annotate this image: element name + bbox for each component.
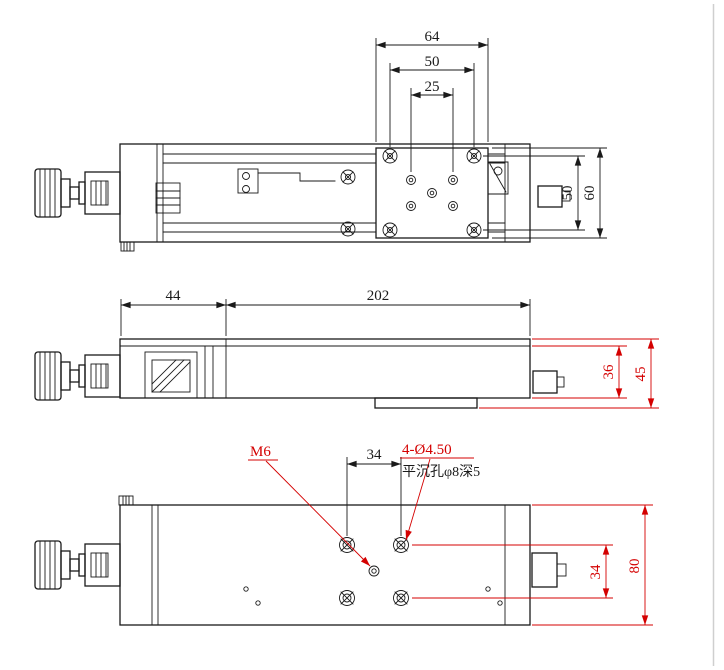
limit-stop-block-top-view bbox=[537, 185, 571, 208]
dim-50-width: 50 bbox=[389, 54, 475, 147]
dim-34-right-text: 34 bbox=[588, 564, 604, 580]
dim-34-top-text: 34 bbox=[367, 447, 383, 463]
dim-44: 44 bbox=[120, 288, 227, 336]
counterbore-note: 平沉孔φ8深5 bbox=[402, 464, 480, 480]
dim-80-text: 80 bbox=[627, 559, 643, 574]
handwheel-front-view bbox=[34, 351, 121, 401]
dim-25-text: 25 bbox=[425, 79, 440, 95]
dim-64-text: 64 bbox=[425, 29, 441, 45]
dim-64: 64 bbox=[375, 29, 489, 142]
corner-pin-holes bbox=[243, 586, 503, 606]
dim-202: 202 bbox=[226, 288, 531, 336]
dim-80: 80 bbox=[532, 504, 653, 626]
coupling-window-top-view bbox=[155, 182, 181, 214]
handwheel-top-view bbox=[34, 168, 121, 218]
mounting-table-plate bbox=[375, 147, 489, 239]
base-foot-plate bbox=[374, 397, 478, 409]
callout-m6: M6 bbox=[248, 444, 371, 567]
limit-stop-block-bottom-view bbox=[531, 552, 567, 588]
dim-202-text: 202 bbox=[367, 288, 390, 304]
sensor-bracket-right bbox=[487, 161, 509, 195]
carriage-screw bbox=[340, 169, 356, 185]
carriage-screw bbox=[340, 221, 356, 237]
counterbore-hole bbox=[393, 590, 409, 606]
dim-60: 60 bbox=[492, 147, 607, 239]
counterbore-hole bbox=[339, 537, 355, 553]
stage-body-bottom-view bbox=[119, 504, 531, 626]
dim-44-text: 44 bbox=[166, 288, 182, 304]
view-front: 44 202 36 45 bbox=[34, 288, 659, 409]
dim-50-height-text: 50 bbox=[560, 186, 576, 201]
stage-body-front-view bbox=[119, 338, 531, 409]
m6-center-hole bbox=[368, 565, 380, 577]
coupling-front-view bbox=[144, 351, 198, 399]
view-top: 64 50 25 50 60 bbox=[34, 29, 607, 252]
stage-body-top-view bbox=[119, 143, 531, 243]
counterbore-hole bbox=[339, 590, 355, 606]
lock-screw-bottom-view bbox=[118, 495, 134, 506]
dim-50-height: 50 bbox=[483, 155, 585, 231]
dim-36-text: 36 bbox=[601, 364, 617, 380]
handwheel-bottom-view bbox=[34, 540, 121, 590]
dim-34-top: 34 bbox=[346, 447, 402, 536]
dim-45: 45 bbox=[479, 338, 659, 409]
dim-50-width-text: 50 bbox=[425, 54, 440, 70]
dim-36: 36 bbox=[532, 345, 627, 399]
m6-label: M6 bbox=[250, 444, 271, 460]
dim-45-text: 45 bbox=[633, 367, 649, 382]
dim-34-right: 34 bbox=[412, 544, 613, 599]
counterbore-label: 4-Ø4.50 bbox=[402, 442, 452, 458]
callout-counterbore: 4-Ø4.50 平沉孔φ8深5 bbox=[400, 442, 480, 541]
dim-25: 25 bbox=[410, 79, 454, 172]
dim-60-text: 60 bbox=[582, 186, 598, 201]
view-bottom: 34 M6 4-Ø4.50 平沉孔φ8深5 34 80 bbox=[34, 442, 653, 626]
limit-stop-block-front-view bbox=[532, 370, 565, 394]
sensor-bracket-left bbox=[237, 168, 336, 194]
lock-screw-top-view bbox=[120, 241, 135, 252]
